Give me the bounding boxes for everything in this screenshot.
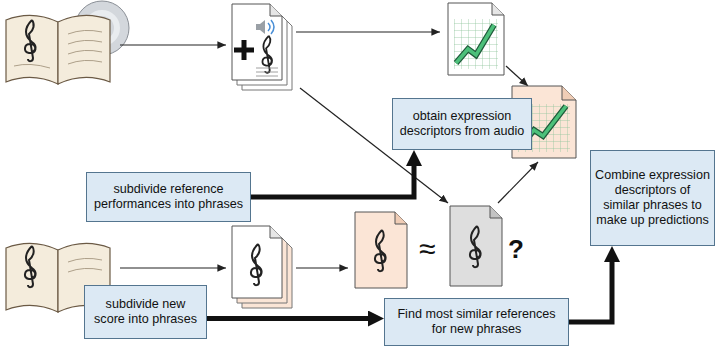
process-box: Combine expression descriptors of simila…: [590, 150, 715, 246]
flow-arrow: [251, 161, 414, 197]
audio-score-stack: [234, 40, 254, 60]
reference-score: [450, 206, 502, 286]
score-book: [6, 15, 58, 84]
process-box: obtain expression descriptors from audio: [392, 98, 532, 150]
descriptor-chart: [448, 3, 504, 75]
flow-arrow: [296, 31, 440, 32]
audio-score-stack: [262, 36, 272, 73]
flow-arrow: [120, 44, 226, 45]
audio-score-stack: [268, 20, 274, 34]
phrase-score: [355, 212, 407, 288]
flow-arrow: [120, 267, 226, 268]
audio-score-stack: [256, 20, 265, 34]
flow-arrow: [498, 162, 538, 203]
reference-score: [450, 206, 502, 286]
flow-arrow: [296, 267, 348, 268]
score-stack: [270, 226, 282, 238]
descriptor-chart: [454, 19, 498, 69]
audio-score-stack: [262, 36, 272, 73]
process-box: subdivide reference performances into ph…: [86, 172, 251, 222]
score-stack: [251, 244, 262, 285]
reference-score: [470, 226, 481, 267]
audio-score-stack: [232, 4, 282, 80]
phrase-score: [355, 212, 407, 288]
score-stack: [232, 226, 282, 298]
score-book: [6, 15, 110, 84]
box-text: subdivide reference performances into ph…: [87, 182, 250, 212]
symbol-label: ?: [508, 236, 524, 262]
descriptor-chart: [456, 25, 494, 63]
score-stack: [232, 226, 292, 308]
reference-score: [490, 206, 502, 218]
process-box: subdivide new score into phrases: [84, 285, 207, 339]
score-book: [58, 15, 110, 84]
audio-score-stack: [256, 68, 278, 76]
score-book: [68, 258, 102, 272]
reference-score: [470, 226, 481, 267]
score-book: [25, 246, 36, 287]
prediction-chart: [562, 86, 576, 100]
process-box: Find most similar references for new phr…: [384, 298, 569, 346]
score-book: [6, 243, 58, 312]
phrase-score: [375, 230, 386, 271]
symbol-label: ≈: [419, 234, 435, 264]
score-book: [25, 20, 36, 61]
score-book: [25, 20, 36, 61]
box-text: obtain expression descriptors from audio: [393, 109, 531, 139]
box-text: subdivide new score into phrases: [85, 297, 206, 327]
audio-score-stack: [232, 4, 292, 90]
score-stack: [251, 244, 262, 285]
score-book: [25, 246, 36, 287]
flow-arrow: [506, 66, 528, 86]
box-text: Combine expression descriptors of simila…: [591, 168, 714, 228]
descriptor-chart: [492, 3, 504, 15]
box-text: Find most similar references for new phr…: [385, 307, 568, 337]
phrase-score: [375, 230, 386, 271]
descriptor-chart: [448, 3, 504, 75]
flow-arrow: [207, 316, 373, 321]
flow-arrow: [569, 257, 612, 322]
phrase-score: [395, 212, 407, 224]
descriptor-chart: [456, 25, 494, 63]
audio-score-stack: [256, 20, 274, 34]
audio-score-stack: [270, 4, 282, 16]
